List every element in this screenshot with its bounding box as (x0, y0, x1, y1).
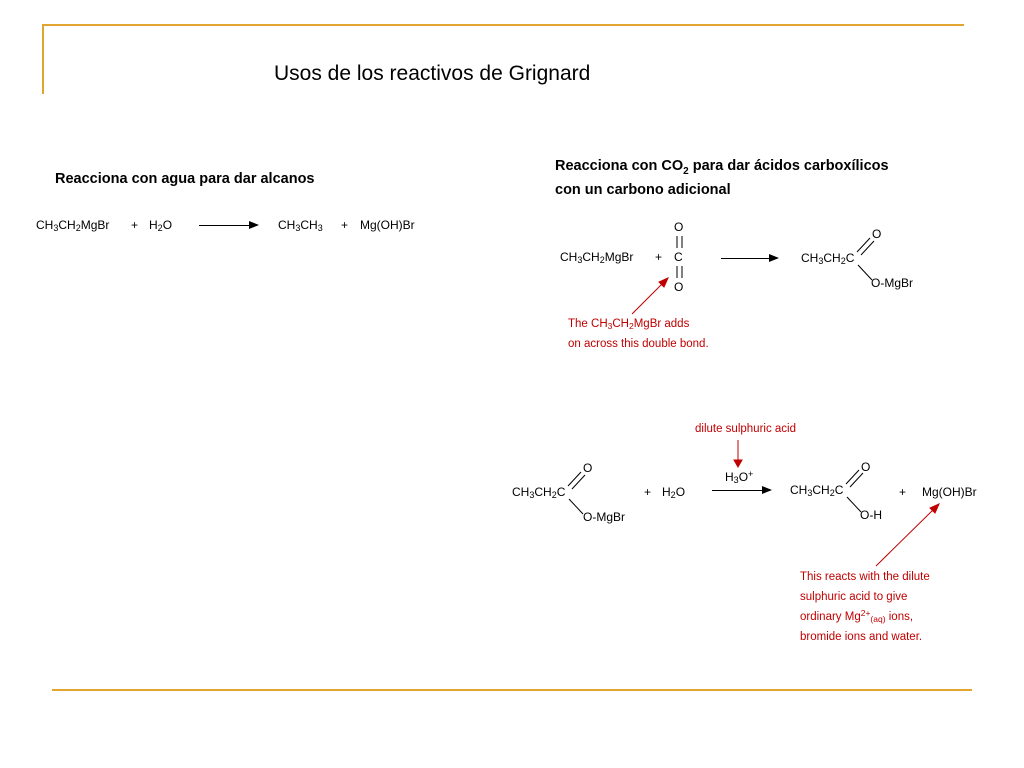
reactant-carboxylate-chain: CH3CH2C (512, 485, 566, 500)
frame-bottom-rule (52, 689, 972, 691)
acid-bonds (845, 469, 864, 513)
frame-left-rule (42, 24, 44, 94)
co2-oxygen-bottom: O (674, 280, 684, 294)
reaction-arrow (712, 486, 772, 494)
omgbr-group: O-MgBr (583, 510, 625, 524)
page-title: Usos de los reactivos de Grignard (274, 62, 591, 85)
carboxylate-bonds-1 (856, 237, 875, 281)
reactant-ethylmgbr: CH3CH2MgBr (36, 218, 110, 233)
heading-co2-reaction: Reacciona con CO2 para dar ácidos carbox… (555, 158, 889, 198)
reaction-arrow (721, 254, 779, 262)
co2-double-bonds (676, 236, 683, 278)
plus-sign: + (644, 485, 652, 499)
annotation-pointers (631, 277, 940, 567)
hydroxyl-group: O-H (860, 508, 882, 522)
product-carboxylate-chain: CH3CH2C (801, 251, 855, 266)
annotation-mgohbr: This reacts with the dilute sulphuric ac… (800, 571, 930, 643)
carbonyl-oxygen: O (861, 460, 871, 474)
heading-water-reaction: Reacciona con agua para dar alcanos (55, 171, 315, 187)
reactant-ethylmgbr: CH3CH2MgBr (560, 250, 634, 265)
product-mgohbr: Mg(OH)Br (360, 218, 415, 232)
plus-sign: + (655, 250, 663, 264)
catalyst-hydronium: H3O+ (725, 469, 754, 485)
label-dilute-acid: dilute sulphuric acid (695, 423, 797, 435)
omgbr-group: O-MgBr (871, 276, 913, 290)
product-acid-chain: CH3CH2C (790, 483, 844, 498)
reaction-arrow (199, 221, 259, 229)
reactant-water: H2O (149, 218, 173, 233)
plus-sign: + (131, 218, 139, 232)
plus-sign: + (341, 218, 349, 232)
reactant-water: H2O (662, 485, 686, 500)
carboxylate-bonds-2 (567, 471, 586, 515)
co2-oxygen-top: O (674, 220, 684, 234)
annotation-double-bond: The CH3CH2MgBr adds on across this doubl… (568, 318, 709, 350)
carbonyl-oxygen: O (872, 227, 882, 241)
product-mgohbr: Mg(OH)Br (922, 485, 977, 499)
plus-sign: + (899, 485, 907, 499)
carbonyl-oxygen: O (583, 461, 593, 475)
frame-top-rule (42, 24, 964, 26)
product-ethane: CH3CH3 (278, 218, 323, 233)
co2-carbon: C (674, 250, 683, 264)
